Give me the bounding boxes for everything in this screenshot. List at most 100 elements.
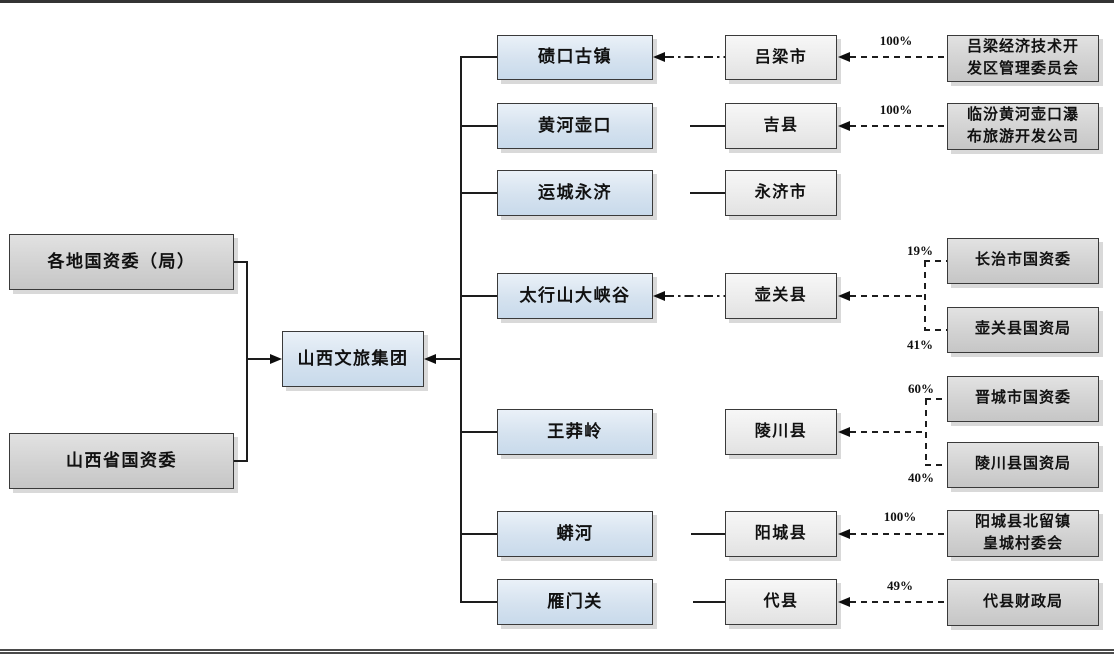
connector-line — [460, 192, 497, 194]
county-label: 永济市 — [754, 184, 808, 202]
dashed-connector — [850, 56, 947, 58]
connector-line — [460, 431, 497, 433]
site-label: 碛口古镇 — [538, 47, 612, 67]
site-box-hukou: 黄河壶口 — [497, 103, 653, 149]
stakeholder-label: 临汾黄河壶口瀑 布旅游开发公司 — [966, 106, 1079, 145]
stakeholder-label: 阳城县北留镇 皇城村委会 — [974, 513, 1071, 552]
county-label: 吉县 — [763, 117, 799, 135]
county-box-yongjishi: 永济市 — [725, 170, 837, 216]
connector-line — [460, 125, 497, 127]
site-box-wangmangling: 王莽岭 — [497, 409, 653, 455]
dashed-connector — [850, 125, 947, 127]
dashed-connector — [850, 295, 926, 297]
connector-line — [460, 601, 497, 603]
connector-line — [460, 533, 497, 535]
stakeholder-label: 长治市国资委 — [974, 252, 1071, 269]
connector-line — [234, 261, 248, 263]
connector-line — [460, 56, 497, 58]
dashed-connector — [924, 260, 947, 262]
owner-box-shanxi-sasac: 山西省国资委 — [9, 433, 234, 489]
site-box-yongji: 运城永济 — [497, 170, 653, 216]
site-label: 运城永济 — [538, 182, 612, 202]
connector-line — [246, 358, 272, 360]
stakeholder-label: 代县财政局 — [982, 593, 1063, 610]
pct-label: 49% — [887, 578, 913, 593]
site-box-yanmenguan: 雁门关 — [497, 579, 653, 625]
arrow-into-site-icon — [653, 291, 665, 301]
connector-line — [691, 533, 725, 535]
root-company-label: 山西文旅集团 — [297, 348, 409, 368]
site-label: 雁门关 — [547, 591, 603, 611]
stakeholder-label: 陵川县国资局 — [974, 456, 1071, 473]
site-box-manghe: 蟒河 — [497, 511, 653, 557]
stakeholder-box-jincheng-sasac: 晋城市国资委 — [947, 376, 1099, 422]
arrow-into-root-icon — [424, 354, 436, 364]
spine-line — [460, 56, 462, 603]
site-label: 王莽岭 — [547, 421, 603, 441]
site-box-taihangshan: 太行山大峡谷 — [497, 273, 653, 319]
pct-label: 60% — [908, 381, 934, 396]
owner-box-local-sasac: 各地国资委（局） — [9, 234, 234, 290]
stakeholder-box-huangcheng-village: 阳城县北留镇 皇城村委会 — [947, 510, 1099, 557]
stakeholder-box-daixian-finance: 代县财政局 — [947, 579, 1099, 626]
county-label: 壶关县 — [754, 287, 808, 305]
arrow-into-county-icon — [838, 291, 850, 301]
pct-label: 40% — [908, 470, 934, 485]
site-label: 蟒河 — [556, 523, 594, 543]
site-label: 太行山大峡谷 — [519, 285, 631, 305]
connector-line — [460, 295, 497, 297]
county-box-yangcheng: 阳城县 — [725, 511, 837, 557]
arrow-into-site-icon — [653, 52, 665, 62]
county-box-jixian: 吉县 — [725, 103, 837, 149]
stakeholder-box-lvliang-devzone: 吕梁经济技术开 发区管理委员会 — [947, 35, 1099, 82]
connector-line — [436, 358, 462, 360]
arrow-into-county-icon — [838, 52, 850, 62]
stakeholder-box-changzhi-sasac: 长治市国资委 — [947, 238, 1099, 284]
pct-label: 100% — [883, 509, 917, 524]
owner-label: 各地国资委（局） — [47, 251, 196, 271]
bottom-rule — [0, 649, 1114, 654]
connector-line — [234, 460, 248, 462]
dashed-connector — [925, 398, 947, 400]
arrow-into-county-icon — [838, 597, 850, 607]
arrow-into-root-icon — [270, 354, 282, 364]
dashdot-connector — [665, 295, 725, 297]
county-label: 陵川县 — [754, 423, 808, 441]
connector-line — [690, 125, 725, 127]
pct-label: 41% — [907, 337, 933, 352]
arrow-into-county-icon — [838, 121, 850, 131]
arrow-into-county-icon — [838, 529, 850, 539]
connector-line — [690, 192, 725, 194]
county-label: 吕梁市 — [754, 48, 808, 66]
dashdot-connector — [665, 56, 725, 58]
stakeholder-label: 壶关县国资局 — [974, 321, 1071, 338]
county-label: 阳城县 — [754, 525, 808, 543]
arrow-into-county-icon — [838, 427, 850, 437]
stakeholder-box-linfen-hukou: 临汾黄河壶口瀑 布旅游开发公司 — [947, 103, 1099, 150]
dashed-connector — [850, 533, 947, 535]
dashed-connector — [924, 329, 947, 331]
county-label: 代县 — [763, 593, 799, 611]
connector-line — [246, 261, 248, 462]
site-label: 黄河壶口 — [538, 115, 612, 135]
stakeholder-label: 晋城市国资委 — [974, 390, 1071, 407]
pct-label: 100% — [879, 102, 913, 117]
root-company-box: 山西文旅集团 — [282, 331, 424, 387]
dashed-connector — [850, 431, 927, 433]
dashed-connector — [850, 601, 947, 603]
county-box-daixian: 代县 — [725, 579, 837, 625]
pct-label: 19% — [907, 243, 933, 258]
stakeholder-label: 吕梁经济技术开 发区管理委员会 — [966, 38, 1079, 77]
dashed-fork-line — [925, 399, 927, 466]
county-box-lvliang: 吕梁市 — [725, 35, 837, 80]
top-rule — [0, 0, 1114, 3]
connector-line — [693, 601, 725, 603]
stakeholder-box-lingchuan-sasab: 陵川县国资局 — [947, 442, 1099, 488]
stakeholder-box-huguan-sasab: 壶关县国资局 — [947, 307, 1099, 353]
site-box-qikou: 碛口古镇 — [497, 35, 653, 80]
dashed-fork-line — [924, 261, 926, 331]
pct-label: 100% — [879, 33, 913, 48]
owner-label: 山西省国资委 — [66, 450, 177, 470]
county-box-lingchuan: 陵川县 — [725, 409, 837, 455]
